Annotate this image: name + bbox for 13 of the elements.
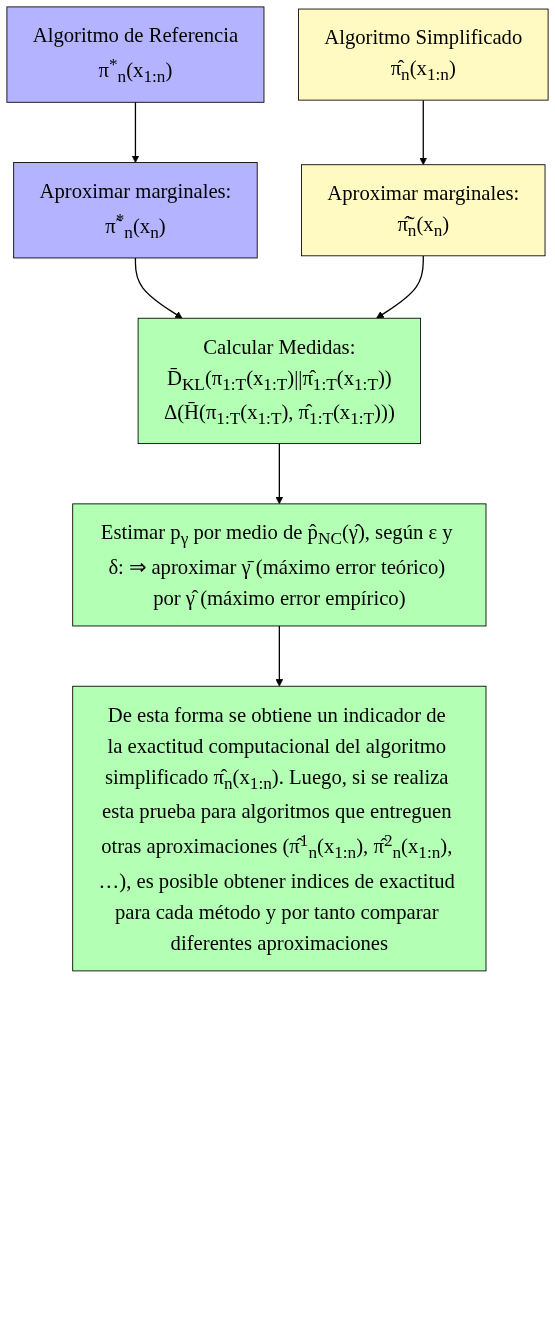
arrow (376, 255, 424, 319)
arrow (419, 99, 428, 166)
arrow (275, 442, 284, 505)
node-box: De esta forma se obtiene un indicador de la exactitud computacional del algoritmo simplificado π̂$_{n}$(x$_{1:n}$). Luego, si se realiza esta prueba para algoritmos que entreguen otras aproximaciones (π̂$^{1}$$_{n}$(x$_{1:n}$), π̂$^{2}$$_{n}$(x$_{1:n}$), …), es posible obtener indices de exactitud para cada método y por tanto comparar diferentes aproximaciones (72, 685, 487, 972)
node-box: Aproximar marginales: π̃$^{*}$$_{n}$(x$_{n}$) (13, 162, 258, 259)
arrow (131, 101, 140, 163)
node-box: Algoritmo de Referencia π$^{*}$$_{n}$(x$_{1:n}$) (6, 6, 265, 103)
node-box: Calcular Medidas: D̄$_{KL}$(π$_{1:T}$(x$_{1:T}$)||π̂$_{1:T}$(x$_{1:T}$)) Δ(H̄(π$_{1:T}$(x$_{1:T}$), π̂$_{1:T}$(x$_{1:T}$))) (137, 317, 422, 445)
arrow (134, 257, 183, 319)
node-box: Estimar p$_{γ}$ por medio de p̂$_{NC}$(γ̂), según ε y δ: ⇒ aproximar γ̄ (máximo error teórico) por γ̂ (máximo error empírico) (72, 503, 487, 627)
node-box: Aproximar marginales: π̂̃$_{n}$(x$_{n}$) (301, 164, 546, 257)
arrow (275, 625, 284, 687)
node-box: Algoritmo Simplificado π̂$_{n}$(x$_{1:n}$) (298, 8, 549, 101)
